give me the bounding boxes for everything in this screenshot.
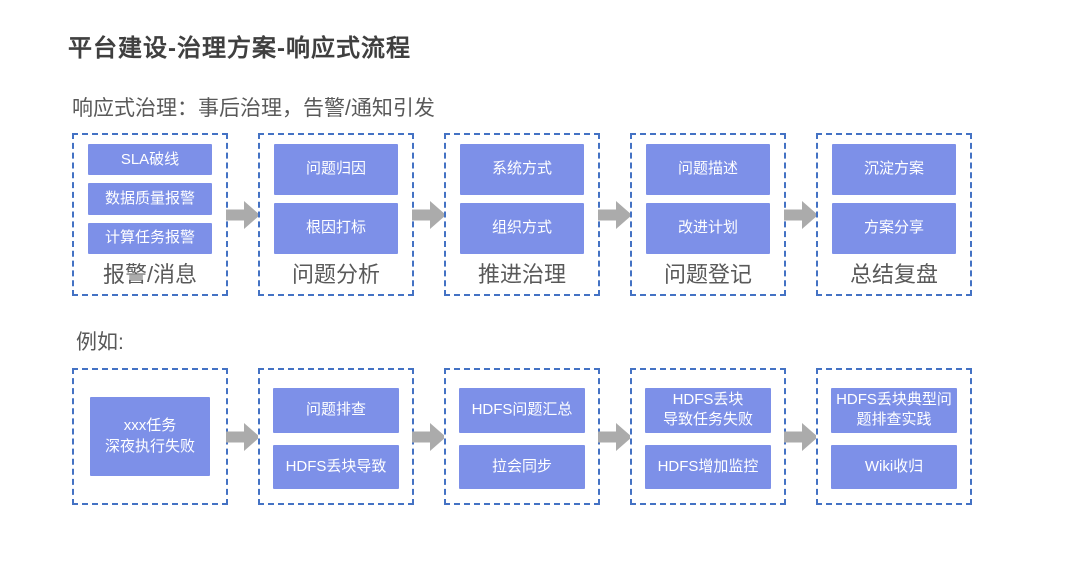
stage-button: 沉淀方案: [832, 144, 956, 195]
stage-button: 组织方式: [460, 203, 584, 254]
stage-button: Wiki收归: [831, 444, 957, 489]
stage-label: 问题登记: [663, 262, 752, 287]
flow-stage-example-incident: xxx任务 深夜执行失败: [72, 368, 228, 505]
arrow-right-icon: [226, 199, 260, 231]
flow-stage-registration: 问题描述 改进计划 问题登记: [630, 133, 786, 296]
stage-label: 报警/消息: [102, 262, 198, 287]
flow-stage-example-review: HDFS丢块典型问 题排查实践 Wiki收归: [816, 368, 972, 505]
stage-button: HDFS增加监控: [645, 444, 771, 489]
stage-button: 问题归因: [274, 144, 398, 195]
stage-button: 根因打标: [274, 203, 398, 254]
stage-button: 问题排查: [273, 388, 399, 433]
stage-button: xxx任务 深夜执行失败: [90, 397, 210, 476]
arrow-right-icon: [598, 199, 632, 231]
flow1-caption: 响应式治理：事后治理，告警/通知引发: [72, 97, 435, 120]
stage-button: 拉会同步: [459, 444, 585, 489]
arrow-right-icon: [412, 199, 446, 231]
arrow-right-icon: [784, 199, 818, 231]
flow-row-example: xxx任务 深夜执行失败 问题排查 HDFS丢块导致 HDFS问题汇总 拉会同步…: [72, 368, 972, 505]
arrow-right-icon: [598, 421, 632, 453]
stage-button: 系统方式: [460, 144, 584, 195]
arrow-right-icon: [784, 421, 818, 453]
stage-button: HDFS丢块导致: [273, 444, 399, 489]
flow-stage-example-sync: HDFS问题汇总 拉会同步: [444, 368, 600, 505]
stage-button: HDFS丢块 导致任务失败: [645, 388, 771, 433]
flow-stage-example-analysis: 问题排查 HDFS丢块导致: [258, 368, 414, 505]
arrow-right-icon: [412, 421, 446, 453]
stage-label: 推进治理: [477, 262, 566, 287]
stage-button: HDFS问题汇总: [459, 388, 585, 433]
flow-stage-review: 沉淀方案 方案分享 总结复盘: [816, 133, 972, 296]
flow-stage-governance: 系统方式 组织方式 推进治理: [444, 133, 600, 296]
flow-stage-alerts: SLA破线 数据质量报警 计算任务报警 报警/消息: [72, 133, 228, 296]
flow-stage-analysis: 问题归因 根因打标 问题分析: [258, 133, 414, 296]
arrow-right-icon: [226, 421, 260, 453]
stage-button: HDFS丢块典型问 题排查实践: [831, 388, 957, 433]
page-title: 平台建设-治理方案-响应式流程: [68, 35, 411, 62]
stage-label: 总结复盘: [849, 262, 938, 287]
stage-button: 计算任务报警: [88, 222, 212, 254]
flow2-caption: 例如:: [76, 331, 124, 354]
flow-stage-example-registration: HDFS丢块 导致任务失败 HDFS增加监控: [630, 368, 786, 505]
stage-button: 数据质量报警: [88, 183, 212, 215]
stage-button: 方案分享: [832, 203, 956, 254]
flow-row-responsive: SLA破线 数据质量报警 计算任务报警 报警/消息 问题归因 根因打标 问题分析…: [72, 133, 972, 296]
stage-button: 改进计划: [646, 203, 770, 254]
stage-button: SLA破线: [88, 144, 212, 176]
stage-label: 问题分析: [291, 262, 380, 287]
stage-button: 问题描述: [646, 144, 770, 195]
